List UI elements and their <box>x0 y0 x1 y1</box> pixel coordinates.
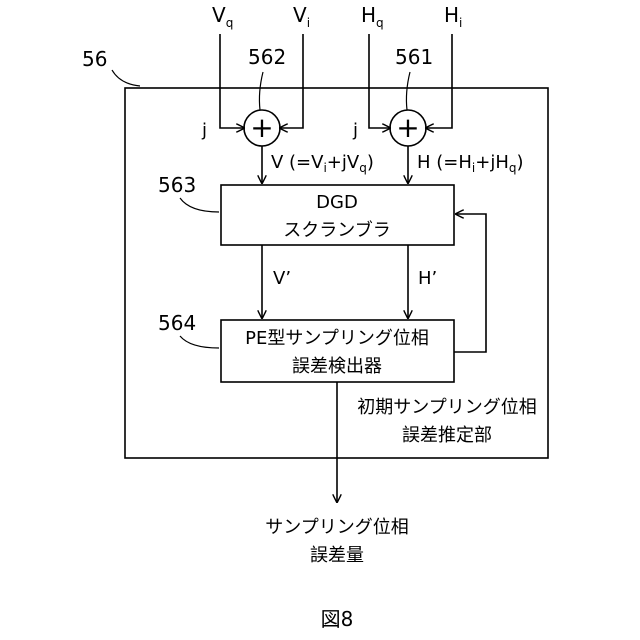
adder-h-ref-leader <box>406 72 410 110</box>
v-prime-label: V’ <box>273 268 291 289</box>
dgd-block-line2: スクランブラ <box>283 219 390 241</box>
unit-label-line2: 誤差推定部 <box>402 425 492 446</box>
vq-line <box>220 34 244 128</box>
h-prime-label: H’ <box>418 268 437 289</box>
figure-caption: 図8 <box>321 607 354 631</box>
adder-v-ref-leader <box>259 72 263 110</box>
adder-v-j: j <box>201 120 207 141</box>
input-vi-label: Vi <box>293 3 310 30</box>
outer-ref-label: 56 <box>82 47 107 71</box>
pe-block-ref-leader <box>180 336 219 348</box>
output-label-line2: 誤差量 <box>310 545 364 566</box>
h-signal-label: H (=Hi+jHq) <box>417 152 524 175</box>
pe-block-ref: 564 <box>158 311 196 335</box>
pe-block-line1: PE型サンプリング位相 <box>245 328 429 349</box>
adder-v-plus: + <box>250 111 273 144</box>
input-hi-label: Hi <box>444 3 462 30</box>
adder-h-j: j <box>352 120 358 141</box>
adder-h-plus: + <box>396 111 419 144</box>
dgd-block-ref-leader <box>180 198 219 212</box>
adder-v-ref: 562 <box>248 45 286 69</box>
adder-h-ref: 561 <box>395 45 433 69</box>
hq-line <box>369 34 390 128</box>
dgd-block-line1: DGD <box>316 192 358 213</box>
input-vq-label: Vq <box>212 3 233 30</box>
outer-ref-leader <box>112 70 140 86</box>
unit-label-line1: 初期サンプリング位相 <box>357 397 536 418</box>
input-hq-label: Hq <box>361 3 384 30</box>
v-signal-label: V (=Vi+jVq) <box>271 152 374 175</box>
pe-block-line2: 誤差検出器 <box>292 356 382 377</box>
output-label-line1: サンプリング位相 <box>265 517 408 538</box>
dgd-block-ref: 563 <box>158 173 196 197</box>
feedback-line <box>454 214 486 352</box>
